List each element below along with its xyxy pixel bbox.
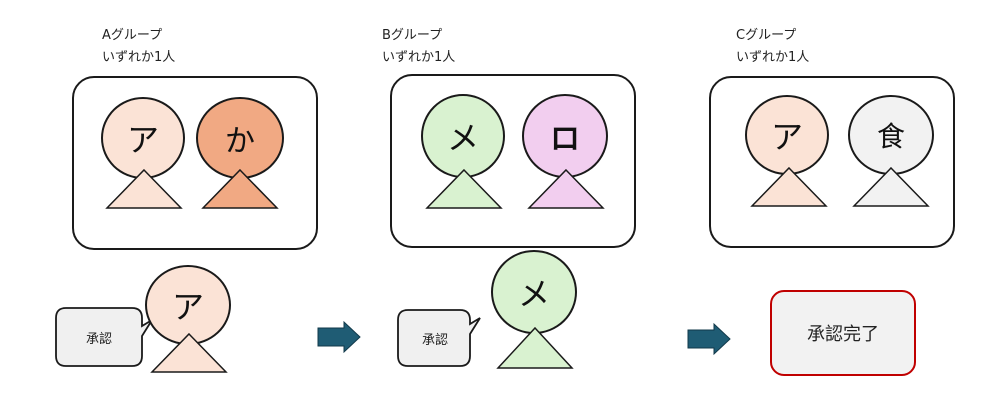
member-head: か — [196, 97, 284, 179]
member-head: ア — [101, 97, 185, 179]
member-head: ロ — [522, 94, 608, 178]
flow-arrow-right-icon — [317, 320, 361, 354]
approval-bubble-2-shape — [397, 309, 481, 367]
approver-body — [496, 326, 574, 369]
member-body — [852, 166, 930, 207]
member-head: 食 — [848, 95, 934, 175]
group-b-title: Bグループ — [382, 28, 443, 43]
group-a-title: Aグループ — [102, 28, 163, 43]
member-body — [201, 168, 279, 209]
flow-arrow-right-icon — [687, 322, 731, 356]
member-head: ア — [745, 95, 829, 175]
approver-body — [150, 332, 228, 373]
group-a-subtitle: いずれか1人 — [102, 50, 176, 65]
approver-head: メ — [491, 250, 577, 334]
approval-complete-box: 承認完了 — [770, 290, 916, 376]
member-body — [425, 168, 503, 209]
approver-head: ア — [145, 265, 231, 345]
group-c-subtitle: いずれか1人 — [736, 50, 810, 65]
approval-bubble-1-shape — [55, 307, 153, 367]
approval-bubble-1-text: 承認 — [85, 331, 112, 347]
member-head: メ — [421, 94, 505, 178]
member-body — [527, 168, 605, 209]
member-body — [750, 166, 828, 207]
approval-bubble-2-text: 承認 — [421, 332, 448, 348]
group-b-subtitle: いずれか1人 — [382, 50, 456, 65]
group-c-title: Cグループ — [736, 28, 797, 43]
member-body — [105, 168, 183, 209]
